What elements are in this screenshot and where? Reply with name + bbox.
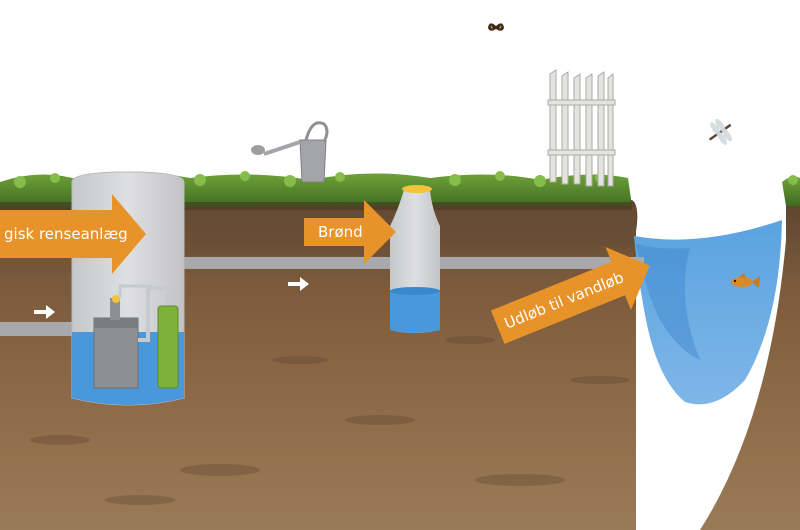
fence-icon — [547, 69, 616, 187]
dragonfly-icon — [709, 118, 732, 145]
well-lid — [402, 185, 432, 193]
flow-arrow-icon — [34, 305, 55, 319]
well-label: Brønd — [318, 223, 363, 241]
plant-label: gisk renseanlæg — [4, 225, 128, 243]
pump-unit — [93, 317, 139, 389]
butterfly-icon — [488, 23, 504, 31]
inspection-well — [390, 185, 440, 333]
stream — [634, 220, 782, 405]
pipe-to-well — [174, 257, 390, 269]
watering-can-icon — [251, 121, 329, 183]
plant-label-arrow: gisk renseanlæg — [0, 194, 146, 274]
indicator-light — [112, 295, 120, 303]
pipe-to-stream — [434, 257, 644, 269]
filter-column — [157, 305, 179, 389]
flow-arrow-icon — [288, 277, 309, 291]
well-label-arrow: Brønd — [304, 200, 396, 264]
fish-icon — [731, 273, 760, 288]
treatment-tank — [71, 171, 185, 406]
